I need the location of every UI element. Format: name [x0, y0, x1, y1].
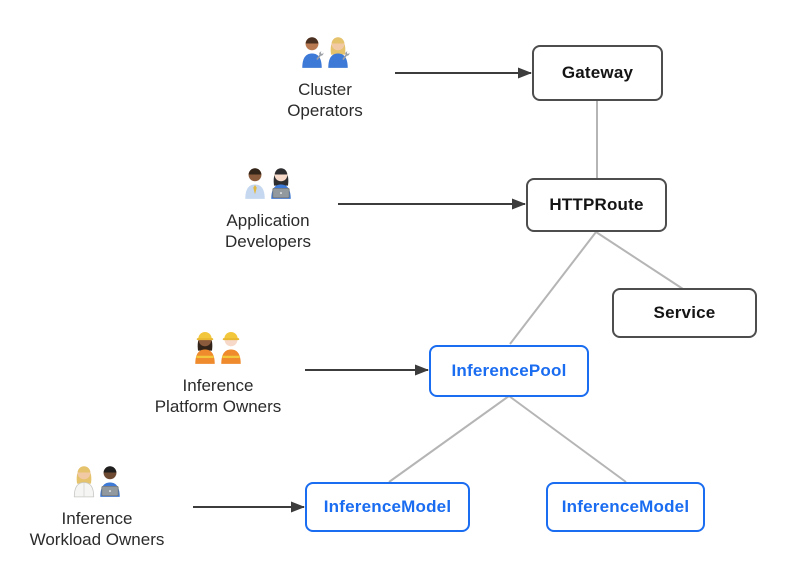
node-inferencepool-label: InferencePool	[451, 361, 567, 380]
actor-cluster-operators-icons	[299, 35, 351, 75]
node-gateway-label: Gateway	[561, 63, 634, 82]
edge-httproute-service	[595, 231, 684, 290]
actor-application-developers: Application Developers	[183, 166, 353, 252]
actor-label-line: Workload Owners	[29, 530, 165, 549]
actor-label-line: Inference	[61, 509, 133, 528]
node-gateway: Gateway	[532, 45, 663, 101]
actor-label-line: Inference	[182, 376, 254, 395]
node-inferencemodel-right-label: InferenceModel	[561, 497, 690, 516]
health-worker-icon	[70, 459, 98, 504]
actor-inference-platform-owners: Inference Platform Owners	[133, 331, 303, 417]
actor-inference-workload-owners: Inference Workload Owners	[12, 464, 182, 550]
node-inferencepool: InferencePool	[429, 345, 589, 397]
actor-label-line: Developers	[225, 232, 311, 251]
woman-technologist-icon	[267, 161, 295, 206]
node-inferencemodel-left: InferenceModel	[305, 482, 470, 532]
actor-cluster-operators-label: Cluster Operators	[287, 79, 363, 121]
edge-httproute-inferencepool	[509, 231, 597, 345]
man-technologist-icon	[96, 459, 124, 504]
actor-inference-platform-owners-icons	[192, 331, 244, 371]
edge-inferencepool-inferencemodel-left	[388, 395, 510, 483]
actor-application-developers-label: Application Developers	[225, 210, 311, 252]
man-construction-worker-icon	[217, 326, 245, 371]
actor-label-line: Cluster	[298, 80, 352, 99]
actor-application-developers-icons	[242, 166, 294, 206]
node-inferencemodel-left-label: InferenceModel	[323, 497, 452, 516]
actor-cluster-operators: Cluster Operators	[240, 35, 410, 121]
node-service: Service	[612, 288, 757, 338]
actor-label-line: Application	[226, 211, 310, 230]
actor-inference-workload-owners-icons	[71, 464, 123, 504]
edge-inferencepool-inferencemodel-right	[508, 395, 627, 483]
man-mechanic-icon	[298, 30, 326, 75]
man-office-worker-icon	[241, 161, 269, 206]
actor-inference-platform-owners-label: Inference Platform Owners	[155, 375, 282, 417]
actor-label-line: Operators	[287, 101, 363, 120]
woman-mechanic-icon	[324, 30, 352, 75]
node-inferencemodel-right: InferenceModel	[546, 482, 705, 532]
node-httproute: HTTPRoute	[526, 178, 667, 232]
node-service-label: Service	[653, 303, 716, 322]
woman-construction-worker-icon	[191, 326, 219, 371]
actor-label-line: Platform Owners	[154, 397, 282, 416]
node-httproute-label: HTTPRoute	[549, 195, 644, 214]
actor-inference-workload-owners-label: Inference Workload Owners	[30, 508, 165, 550]
